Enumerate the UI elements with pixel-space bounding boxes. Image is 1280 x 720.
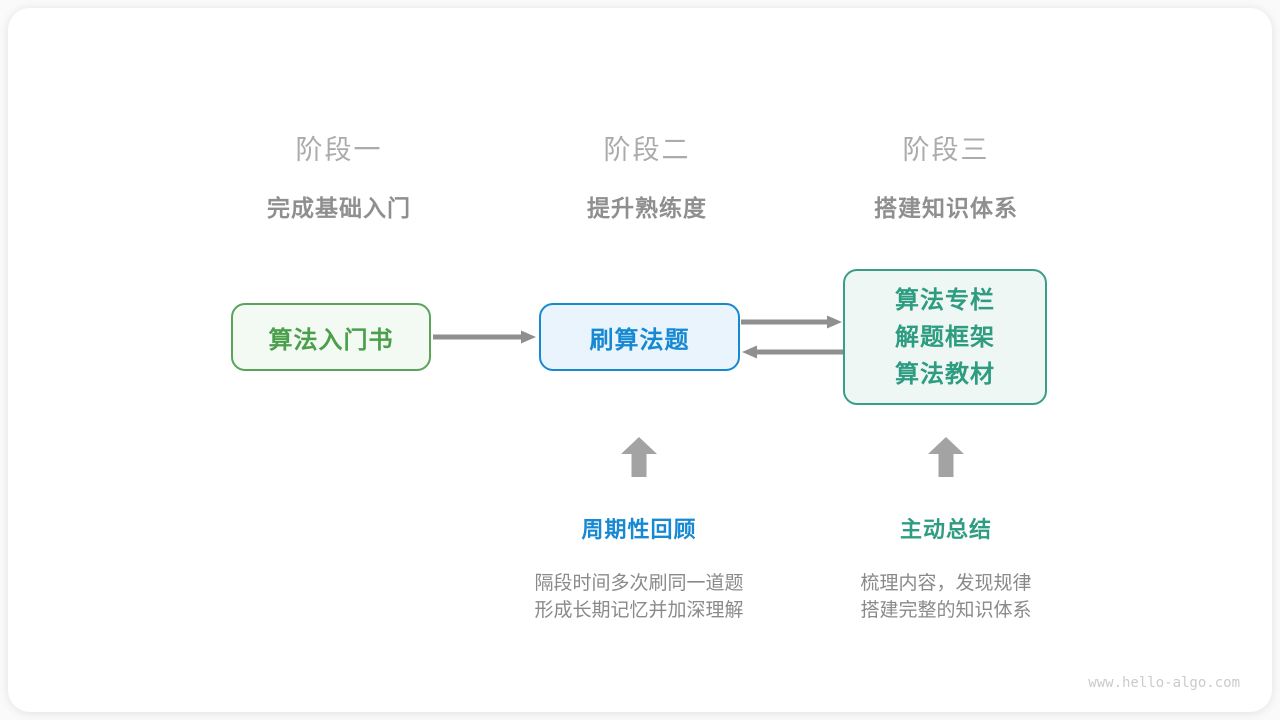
watermark: www.hello-algo.com (1088, 675, 1240, 691)
node-knowledge-line-1: 算法专栏 (895, 286, 995, 314)
stage-header-2: 阶段二 提升熟练度 (487, 128, 807, 223)
arrow-up-icon (621, 437, 657, 477)
stage-3-title: 阶段三 (902, 135, 990, 165)
annotation-active-summary-desc: 梳理内容，发现规律 搭建完整的知识体系 (776, 570, 1116, 624)
stage-1-subtitle: 完成基础入门 (267, 195, 411, 221)
stage-header-1: 阶段一 完成基础入门 (179, 128, 499, 223)
annotation-periodic-review-title: 周期性回顾 (581, 517, 697, 542)
annotation-periodic-review-desc-line-1: 隔段时间多次刷同一道题 (534, 573, 744, 594)
annotation-active-summary-desc-line-2: 搭建完整的知识体系 (860, 600, 1032, 621)
annotation-periodic-review-desc: 隔段时间多次刷同一道题 形成长期记忆并加深理解 (469, 570, 809, 624)
node-knowledge-line-2: 解题框架 (895, 323, 995, 351)
annotation-active-summary-title: 主动总结 (899, 517, 992, 542)
arrow-up-icon (928, 437, 964, 477)
node-knowledge-line-3: 算法教材 (895, 360, 995, 388)
arrow-right-icon (433, 330, 536, 344)
annotation-periodic-review-desc-line-2: 形成长期记忆并加深理解 (534, 600, 744, 621)
stage-header-3: 阶段三 搭建知识体系 (786, 128, 1106, 223)
node-intro-book-label: 算法入门书 (268, 326, 394, 354)
arrow-left-icon (742, 345, 843, 359)
annotation-active-summary: 主动总结 梳理内容，发现规律 搭建完整的知识体系 (776, 512, 1116, 624)
annotation-periodic-review: 周期性回顾 隔段时间多次刷同一道题 形成长期记忆并加深理解 (469, 512, 809, 624)
stage-1-title: 阶段一 (295, 135, 383, 165)
node-practice-problems: 刷算法题 (539, 303, 740, 371)
stage-2-subtitle: 提升熟练度 (587, 195, 707, 221)
stage-3-subtitle: 搭建知识体系 (874, 195, 1018, 221)
node-knowledge-resources: 算法专栏 解题框架 算法教材 (843, 269, 1047, 405)
stage-2-title: 阶段二 (603, 135, 691, 165)
annotation-active-summary-desc-line-1: 梳理内容，发现规律 (860, 573, 1032, 594)
node-practice-problems-label: 刷算法题 (589, 326, 690, 354)
arrow-right-icon (741, 315, 842, 329)
diagram-canvas: 阶段一 完成基础入门 阶段二 提升熟练度 阶段三 搭建知识体系 算法入门书 刷算… (8, 8, 1272, 712)
node-intro-book: 算法入门书 (231, 303, 431, 371)
